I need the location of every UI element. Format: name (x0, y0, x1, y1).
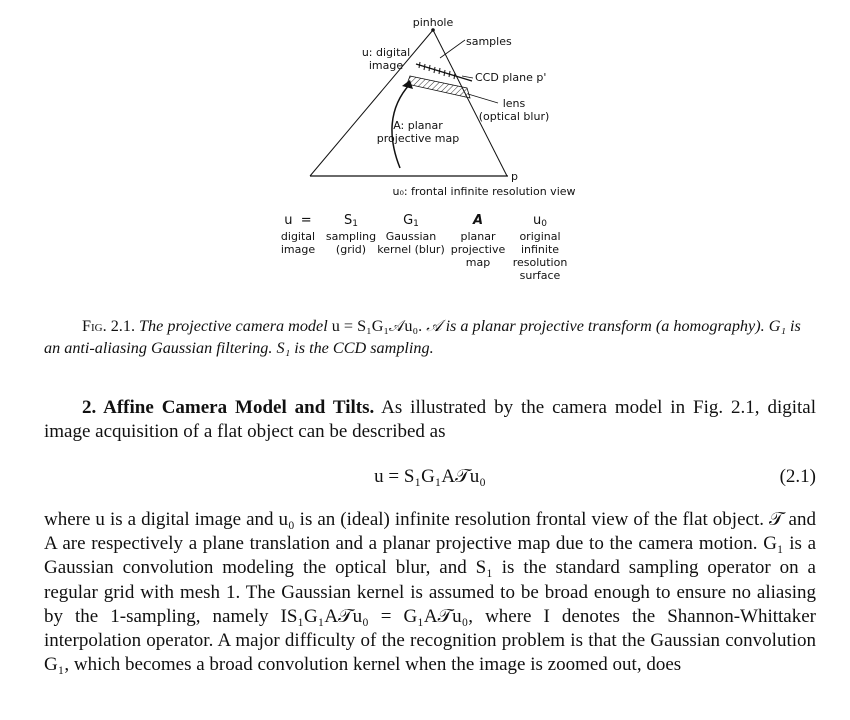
label-u0-view: u₀: frontal infinite resolution view (392, 185, 575, 198)
equation-number: (2.1) (779, 466, 816, 487)
label-u-digital: u: digital (362, 46, 410, 59)
caption-formula: u = S₁G₁𝒜u₀. (331, 317, 423, 335)
legend-col-s1: S1 sampling (grid) (325, 213, 377, 256)
caption-text-b: 𝒜 is a planar projective transform (a ho… (44, 317, 801, 357)
figure-equation-legend: u = digital image S1 sampling (grid) G1 … (270, 212, 600, 292)
label-ccd-plane: CCD plane p' (475, 71, 546, 84)
caption-label: Fig. 2.1. (82, 317, 135, 335)
section-heading: 2. Affine Camera Model and Tilts. (82, 397, 375, 418)
figure-caption: Fig. 2.1. The projective camera model u … (44, 315, 816, 359)
camera-model-figure: pinhole samples u: digital image CCD pla… (270, 8, 600, 200)
left-ray (309, 29, 434, 177)
display-equation: u = S₁G₁A𝒯u₀ (2.1) (44, 463, 816, 493)
lens-band (406, 75, 471, 99)
legend-desc-u: digital image (280, 230, 316, 256)
body-paragraph: where u is a digital image and u₀ is an … (44, 509, 816, 676)
legend-symbol-g1: G (403, 213, 414, 228)
pinhole-point (431, 28, 435, 32)
projective-arrow (391, 83, 411, 169)
legend-desc-u0: original infinite resolution surface (512, 230, 568, 282)
label-projective-map: projective map (377, 132, 459, 145)
label-a-planar: A: planar (393, 119, 443, 132)
camera-model-diagram: pinhole samples u: digital image CCD pla… (309, 16, 576, 198)
legend-desc-a: planar projective map (450, 230, 506, 269)
label-lens: lens (503, 97, 526, 110)
legend-col-u0: u0 original infinite resolution surface (510, 212, 570, 282)
caption-text-a: The projective camera model (135, 317, 332, 335)
legend-desc-g1: Gaussian kernel (blur) (377, 230, 445, 256)
label-pinhole: pinhole (413, 16, 454, 29)
legend-desc-s1: sampling (grid) (325, 230, 377, 256)
label-optical-blur: (optical blur) (479, 110, 550, 123)
ccd-plane-line (415, 63, 473, 82)
section-intro-paragraph: 2. Affine Camera Model and Tilts. As ill… (44, 396, 816, 444)
label-samples: samples (466, 35, 512, 48)
label-image: image (369, 59, 403, 72)
right-ray (432, 29, 508, 177)
legend-symbol-s1: S (344, 213, 353, 228)
legend-col-u: u = digital image (280, 212, 316, 256)
legend-col-a: A planar projective map (450, 212, 506, 269)
legend-col-g1: G1 Gaussian kernel (blur) (375, 212, 447, 256)
legend-symbol-u0: u (533, 213, 542, 228)
equation-expression: u = S₁G₁A𝒯u₀ (374, 466, 486, 487)
legend-equals: = (300, 213, 312, 228)
legend-symbol-u: u (284, 213, 293, 228)
label-p: p (511, 170, 518, 183)
legend-symbol-a: A (472, 213, 484, 228)
section-intro-text: As illustrated by the camera model in Fi… (44, 397, 816, 443)
